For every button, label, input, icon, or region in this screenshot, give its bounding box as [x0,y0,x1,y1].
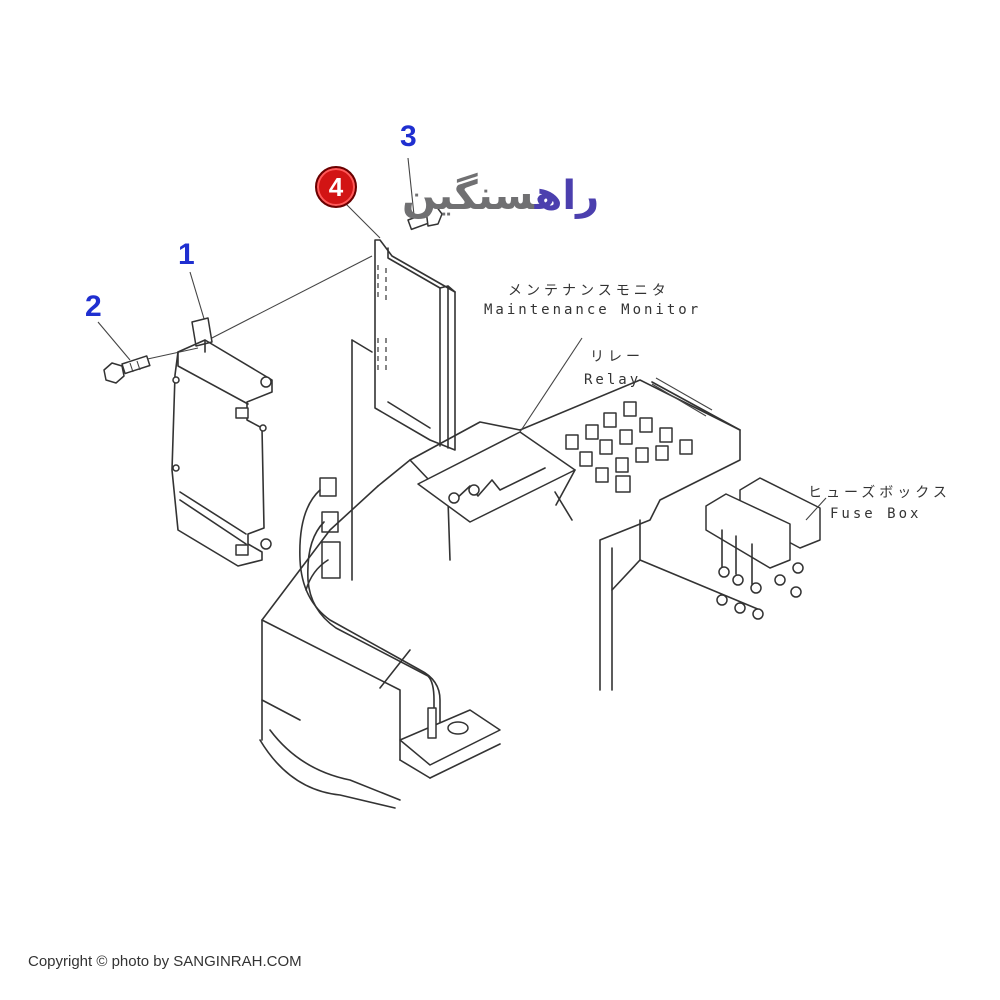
watermark-part-a: سنگین [402,173,535,219]
relay-array [565,401,693,493]
callout-2[interactable]: 2 [85,290,102,323]
watermark-logo: راهسنگین [402,176,599,216]
watermark-part-b: راه [534,173,600,219]
fuse-box-label-en: Fuse Box [830,506,922,522]
relay-label-en: Relay [584,372,642,388]
fuse-box-label-jp: ヒューズボックス [808,485,951,501]
console-body [259,421,576,809]
bolt-part-2 [103,355,151,384]
bracket-part-1 [171,317,273,567]
harness-connectors [299,477,441,731]
callout-leaders [97,157,415,361]
callout-3[interactable]: 3 [400,120,417,153]
controller-part-4 [351,239,456,581]
relay-block [519,337,761,691]
fuse-box [705,477,827,620]
callout-1[interactable]: 1 [178,238,195,271]
copyright-text: Copyright © photo by SANGINRAH.COM [28,953,302,970]
maintenance-monitor-label-jp: メンテナンスモニタ [508,283,670,299]
callout-4-badge[interactable]: 4 [315,166,357,208]
maintenance-monitor-label-en: Maintenance Monitor [484,302,702,318]
relay-label-jp: リレー [590,349,644,365]
screw-part-3 [407,205,443,231]
